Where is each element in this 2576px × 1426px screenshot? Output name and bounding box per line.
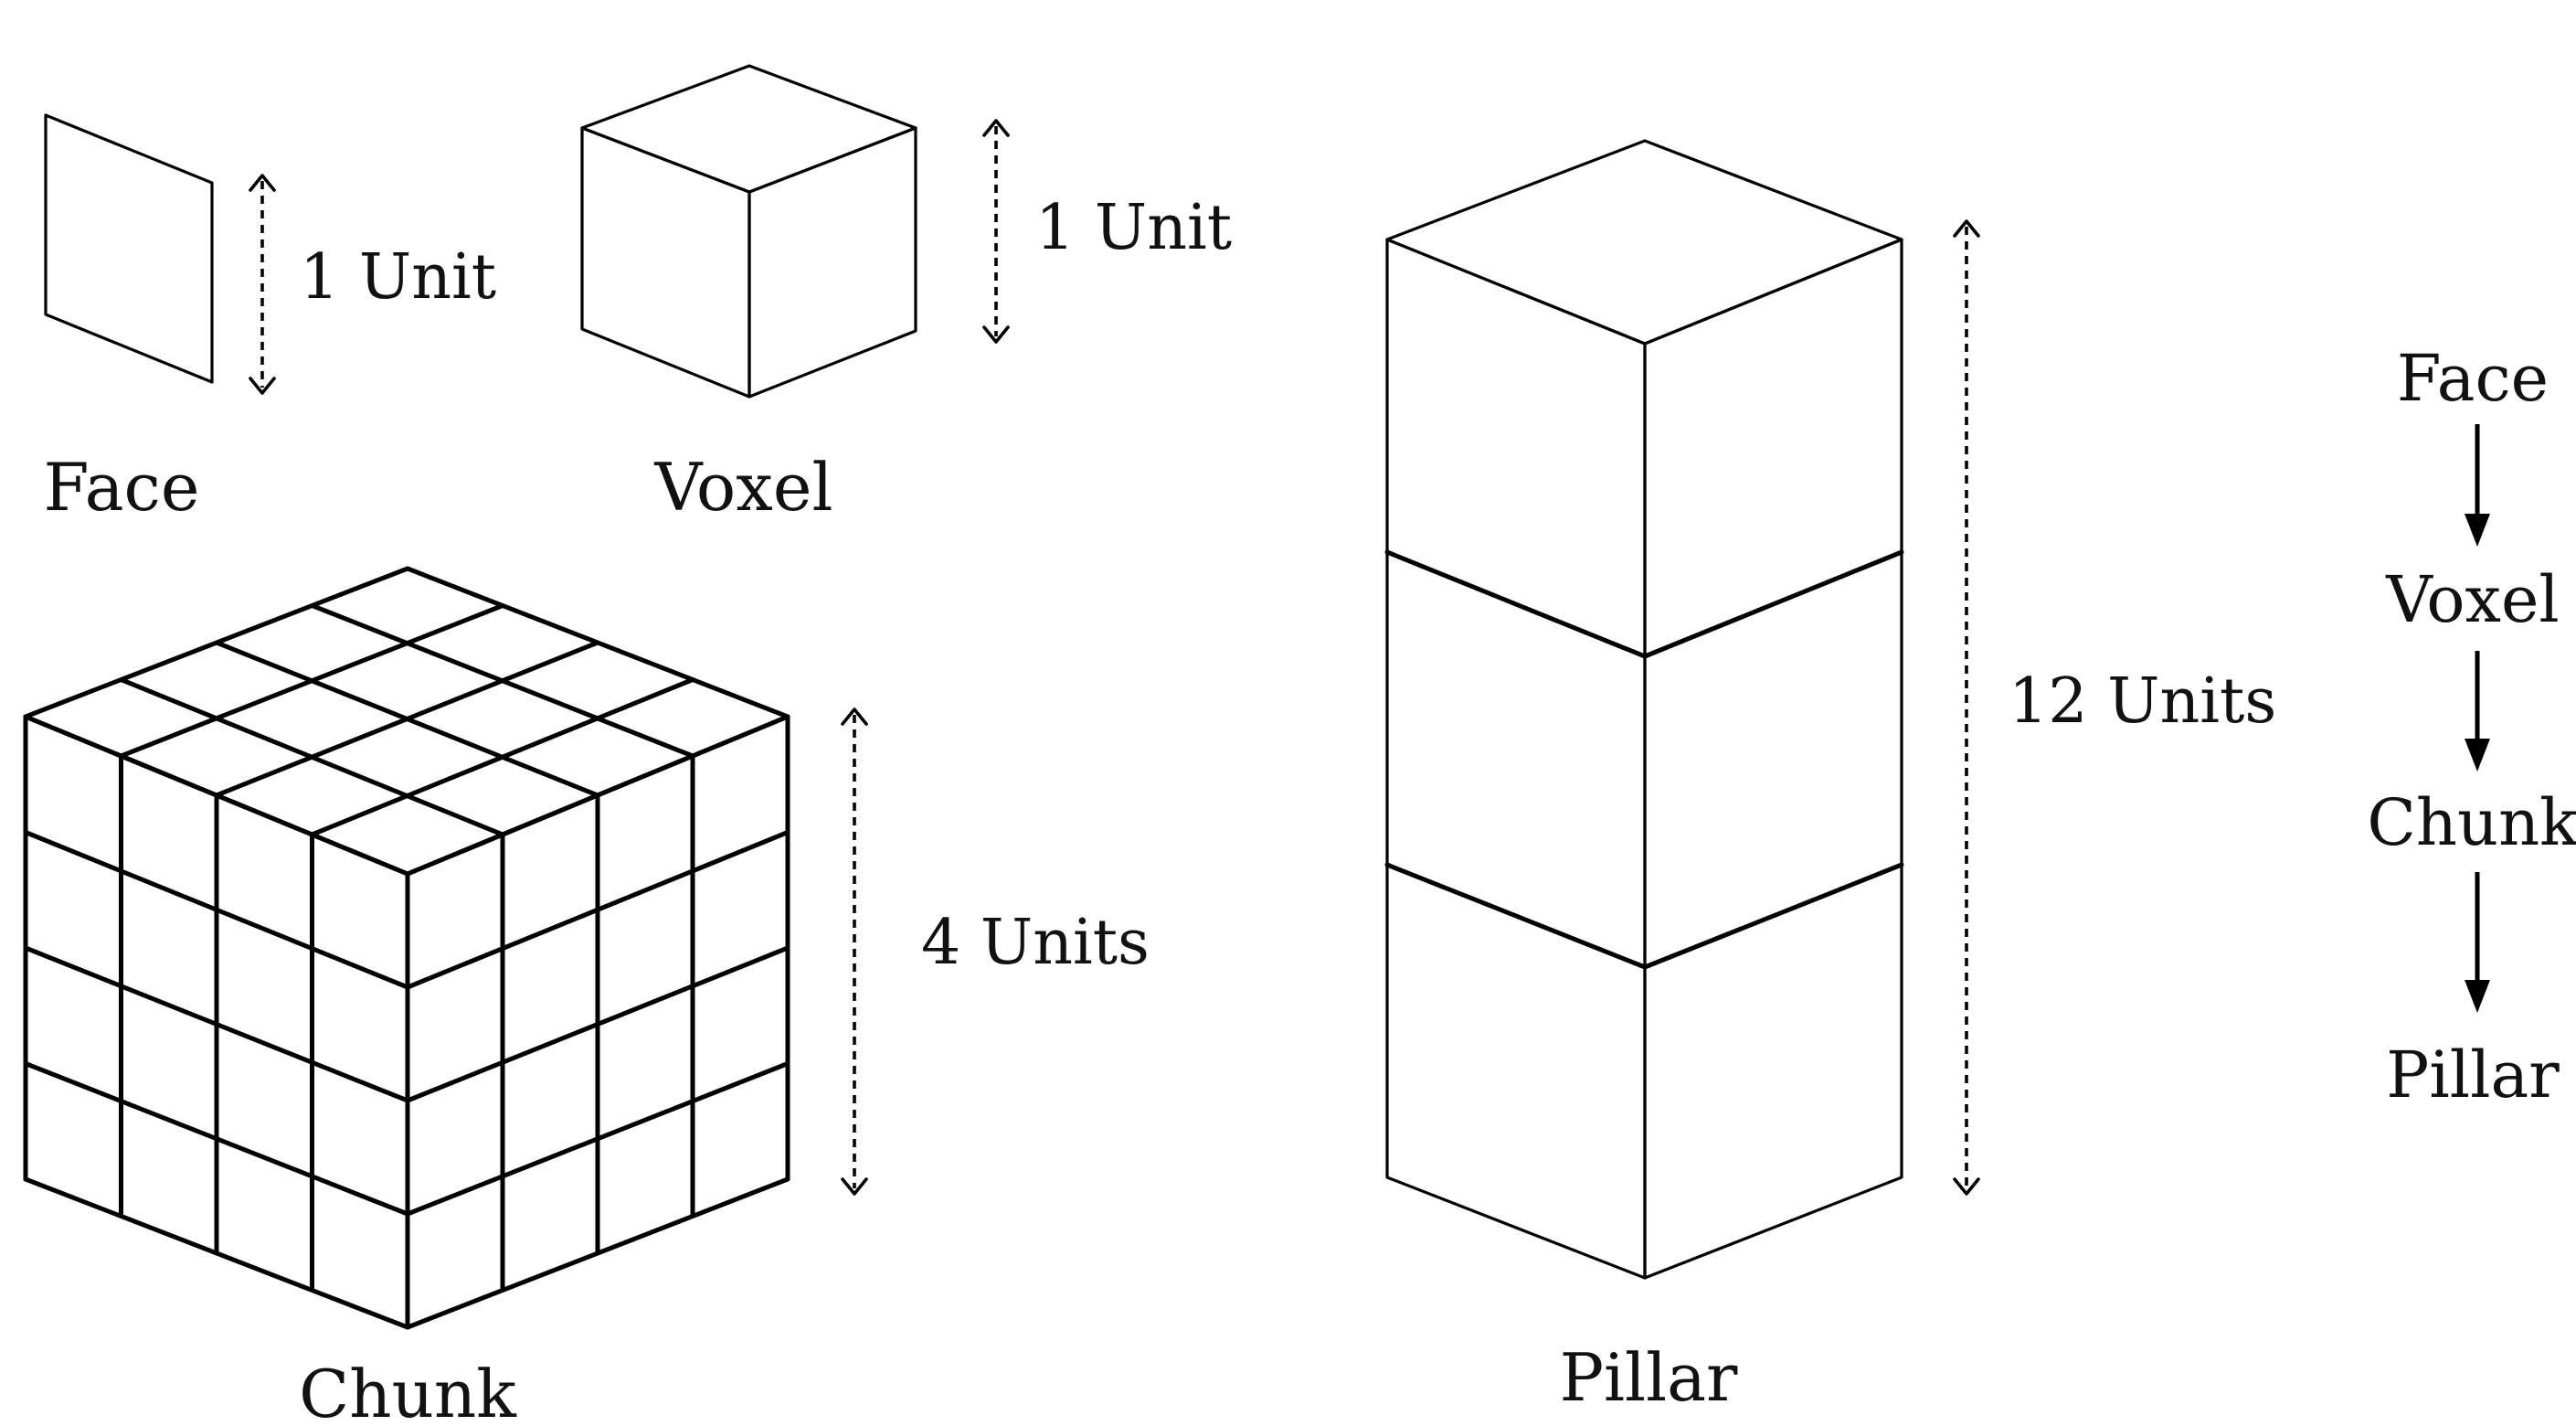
chunk-left-gridline bbox=[23, 1176, 410, 1330]
pillar-top-face bbox=[1385, 139, 1903, 346]
flow-step-pillar: Pillar bbox=[2386, 1038, 2560, 1112]
voxel-dimension-arrow bbox=[982, 119, 1010, 344]
voxel-caption: Voxel bbox=[654, 449, 833, 526]
flow-arrow-3 bbox=[2465, 872, 2490, 1013]
flow-arrow-2 bbox=[2465, 651, 2490, 772]
voxel-dimension-label: 1 Unit bbox=[1035, 192, 1232, 264]
chunk-top-gridline bbox=[214, 640, 600, 798]
pillar-joint-upper bbox=[1384, 549, 1904, 659]
chunk-right-gridline bbox=[405, 1176, 790, 1330]
pillar-dimension-arrow bbox=[1953, 219, 1980, 1196]
pillar-caption: Pillar bbox=[1560, 1339, 1738, 1416]
chunk-right-gridline bbox=[405, 945, 790, 1103]
pillar-joint-lower bbox=[1384, 862, 1904, 970]
chunk-dimension-label: 4 Units bbox=[921, 907, 1150, 979]
flow-arrow-1 bbox=[2465, 424, 2490, 547]
face-caption: Face bbox=[44, 449, 200, 526]
chunk-caption: Chunk bbox=[299, 1356, 517, 1426]
face-dimension-label: 1 Unit bbox=[300, 241, 496, 314]
pillar-right-face bbox=[1643, 238, 1903, 1280]
flow-step-voxel: Voxel bbox=[2385, 562, 2560, 637]
chunk-left-gridline bbox=[23, 945, 410, 1103]
chunk-top-gridline bbox=[310, 677, 695, 837]
chunk-top-gridline bbox=[405, 566, 790, 719]
face-illustration bbox=[44, 113, 214, 384]
chunk-illustration bbox=[23, 566, 790, 1330]
voxel-illustration bbox=[580, 64, 917, 399]
chunk-top-gridline bbox=[310, 603, 695, 759]
pillar-left-face bbox=[1385, 238, 1647, 1280]
pillar-dimension-label: 12 Units bbox=[2009, 665, 2276, 738]
chunk-dimension-arrow bbox=[841, 708, 868, 1196]
flow-step-face: Face bbox=[2397, 341, 2549, 416]
face-dimension-arrow bbox=[249, 174, 276, 395]
pillar-illustration bbox=[1384, 139, 1904, 1280]
chunk-right-gridline bbox=[405, 1061, 790, 1217]
face-square bbox=[44, 113, 214, 384]
flow-step-chunk: Chunk bbox=[2367, 785, 2576, 860]
chunk-left-gridline bbox=[23, 1061, 410, 1217]
chunk-top-gridline bbox=[405, 714, 790, 877]
hierarchy-flow: Face Voxel Chunk Pillar bbox=[2367, 341, 2576, 1112]
